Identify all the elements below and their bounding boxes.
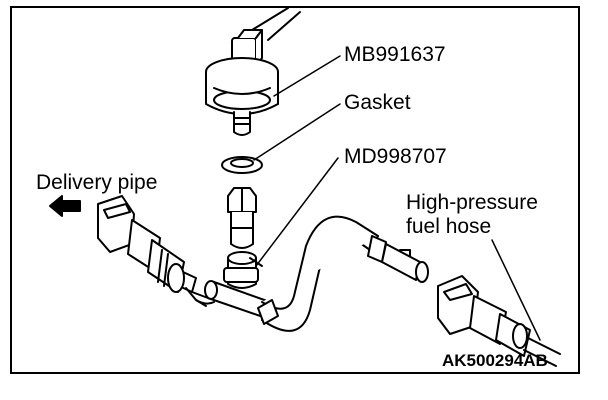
label-gasket: Gasket [344,91,411,114]
hose-end-right [381,243,429,283]
figure-code: AK500294AB [442,351,548,370]
pressure-sensor-mb991637 [205,29,279,136]
fuel-hose-connector [437,275,561,367]
label-high-pressure-1: High-pressure [406,191,538,214]
sensor-cable [251,7,301,41]
tee-fitting [204,251,271,319]
hose-right [261,215,379,332]
label-high-pressure-2: fuel hose [406,215,492,238]
adapter-md998707 [227,187,257,249]
gasket [221,156,263,174]
label-md998707: MD998707 [344,145,447,168]
delivery-pipe-connector [97,195,185,293]
leader-lines [253,55,541,341]
label-delivery-pipe: Delivery pipe [36,171,158,194]
label-mb991637: MB991637 [344,43,446,66]
arrow-icon [49,195,81,217]
